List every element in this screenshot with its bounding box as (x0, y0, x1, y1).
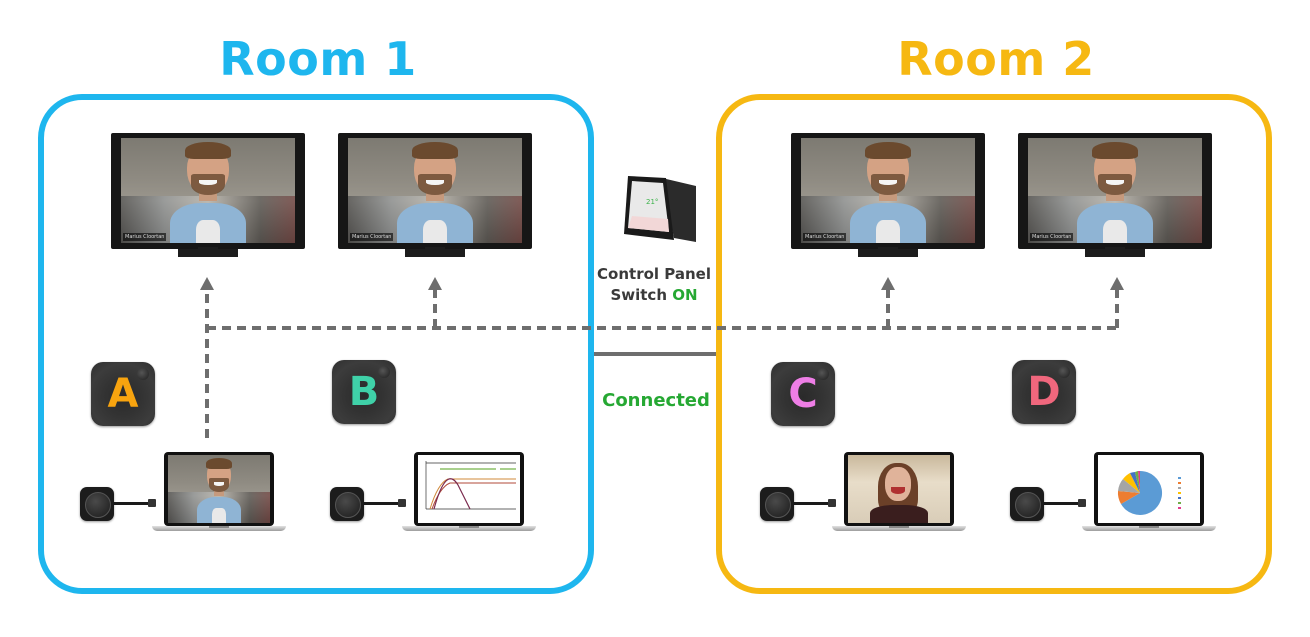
wireless-button-d[interactable] (1010, 487, 1090, 523)
arrowhead-display-1 (200, 277, 214, 290)
button-a-letter: A (107, 371, 139, 417)
participant-name: Marius Cloortan (1030, 233, 1074, 241)
pie-chart-screen (1098, 455, 1200, 523)
button-d-badge: D (1012, 360, 1076, 424)
control-panel-label: Control Panel Switch ON (584, 264, 724, 306)
laptop-c (832, 452, 966, 536)
display-1: Marius Cloortan (111, 133, 305, 261)
button-b-badge: B (332, 360, 396, 424)
wireless-button-a[interactable] (80, 487, 160, 523)
connection-status: Connected (602, 390, 710, 411)
participant-name: Marius Cloortan (803, 233, 847, 241)
display-3: Marius Cloortan (791, 133, 985, 261)
button-b-letter: B (348, 369, 380, 415)
control-panel-title: Control Panel (597, 265, 711, 283)
room-2-title: Room 2 (897, 32, 1095, 86)
arrowhead-display-4 (1110, 277, 1124, 290)
control-panel-device[interactable]: 21° (616, 172, 700, 248)
display-stand (178, 247, 238, 257)
line-chart-screen (418, 455, 520, 523)
video-feed (1028, 138, 1202, 243)
laptop-a (152, 452, 286, 536)
switch-status: ON (672, 286, 698, 304)
button-a-badge: A (91, 362, 155, 426)
video-feed (121, 138, 295, 243)
video-feed (348, 138, 522, 243)
wireless-button-b[interactable] (330, 487, 410, 523)
arrowhead-display-2 (428, 277, 442, 290)
switch-label: Switch (610, 286, 673, 304)
display-stand (405, 247, 465, 257)
button-c-badge: C (771, 362, 835, 426)
display-4: Marius Cloortan (1018, 133, 1212, 261)
video-call-screen (848, 455, 950, 523)
video-feed (801, 138, 975, 243)
laptop-b (402, 452, 536, 536)
video-call-screen (168, 455, 270, 523)
display-stand (858, 247, 918, 257)
touch-panel-icon: 21° (624, 176, 696, 242)
participant-name: Marius Cloortan (123, 233, 167, 241)
room-1-box (38, 94, 594, 594)
room-2-box (716, 94, 1272, 594)
svg-text:21°: 21° (646, 198, 658, 206)
room-1-title: Room 1 (219, 32, 417, 86)
arrowhead-display-3 (881, 277, 895, 290)
control-panel-switch-line: Switch ON (584, 285, 724, 306)
button-d-letter: D (1027, 369, 1061, 415)
display-2: Marius Cloortan (338, 133, 532, 261)
button-c-letter: C (788, 371, 818, 417)
display-stand (1085, 247, 1145, 257)
laptop-d (1082, 452, 1216, 536)
participant-name: Marius Cloortan (350, 233, 394, 241)
wireless-button-c[interactable] (760, 487, 840, 523)
